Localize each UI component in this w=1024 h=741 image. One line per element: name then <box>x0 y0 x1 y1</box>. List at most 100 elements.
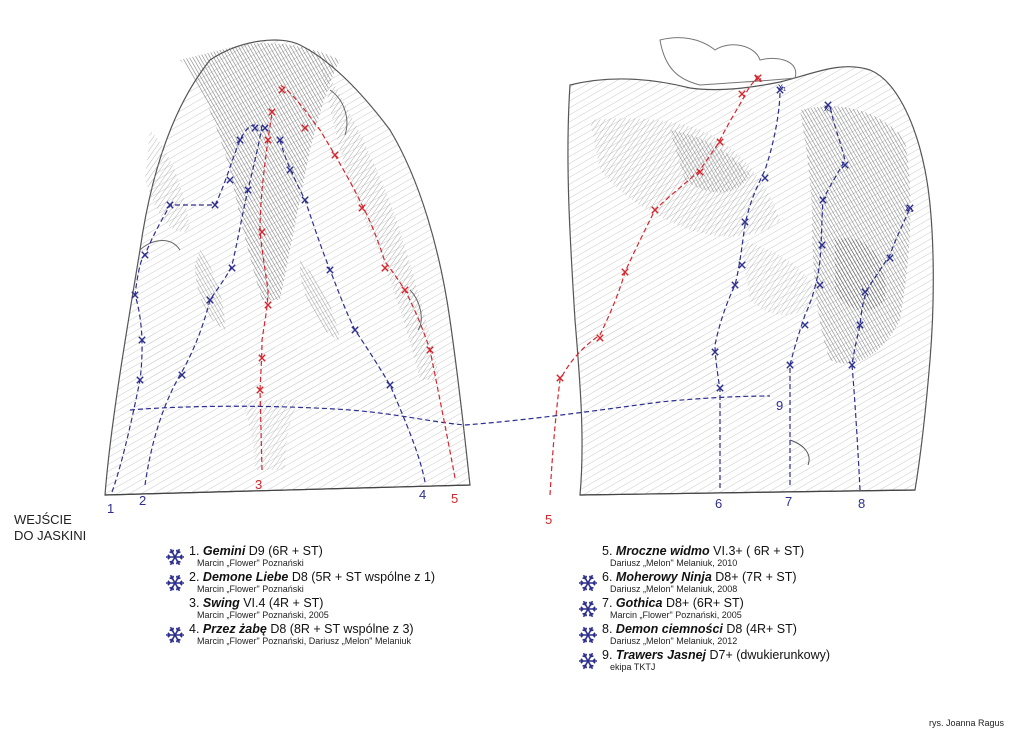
route-index: 5. <box>602 544 613 558</box>
route-grade: VI.3+ ( 6R + ST) <box>713 544 805 558</box>
entrance-line-1: WEJŚCIE <box>14 512 72 527</box>
route-grade: D9 (6R + ST) <box>248 544 323 558</box>
bolt-red-1 <box>258 354 266 362</box>
route-grade: VI.4 (4R + ST) <box>243 596 324 610</box>
snowflake-icon <box>166 548 184 566</box>
bolt-red-17 <box>696 168 704 176</box>
bolt-red-2 <box>264 301 272 309</box>
bolt-blue-28 <box>801 321 809 329</box>
route-4-line <box>279 139 426 483</box>
bolt-red-16 <box>651 206 659 214</box>
bolt-blue-6 <box>226 176 234 184</box>
bolt-red-10 <box>331 151 339 159</box>
bolt-red-15 <box>621 268 629 276</box>
route-index: 9. <box>602 648 613 662</box>
legend-route-title: 7. Gothica D8+ (6R+ ST) <box>602 596 744 610</box>
route-number-1: 1 <box>107 501 115 516</box>
bolt-blue-7 <box>236 136 244 144</box>
route-index: 2. <box>189 570 200 584</box>
bolt-red-4 <box>264 136 272 144</box>
bolt-red-9 <box>358 204 366 212</box>
legend-route-title: 8. Demon ciemności D8 (4R+ ST) <box>602 622 797 636</box>
snowflake-icon <box>579 574 597 592</box>
legend-item: 9. Trawers Jasnej D7+ (dwukierunkowy)eki… <box>578 648 998 674</box>
bolt-red-20 <box>754 74 762 82</box>
bolt-blue-36 <box>861 288 869 296</box>
route-6-line <box>714 89 781 488</box>
anchor-label-7: x₁ <box>824 103 833 114</box>
bolt-blue-14 <box>386 381 394 389</box>
legend-route-title: 6. Moherowy Ninja D8+ (7R + ST) <box>602 570 797 584</box>
route-grade: D8 (8R + ST wspólne z 3) <box>270 622 414 636</box>
bolt-red-5 <box>268 108 276 116</box>
route-index: 4. <box>189 622 200 636</box>
bolt-blue-37 <box>886 254 894 262</box>
bolt-markers-red <box>256 74 762 394</box>
bolt-red-13 <box>556 374 564 382</box>
bolt-blue-1 <box>138 336 146 344</box>
bolt-red-14 <box>596 334 604 342</box>
drawing-credit: rys. Joanna Ragus <box>928 718 1004 728</box>
bolt-blue-4 <box>166 201 174 209</box>
route-name: Przez żabę <box>202 622 267 636</box>
legend-item: 3. Swing VI.4 (4R + ST)Marcin „Flower" P… <box>165 596 545 622</box>
anchor-label-5: x₁ <box>754 73 763 84</box>
bolt-blue-33 <box>824 101 832 109</box>
route-9-line <box>129 395 771 426</box>
legend-item: 8. Demon ciemności D8 (4R+ ST)Dariusz „M… <box>578 622 998 648</box>
route-name: Trawers Jasnej <box>615 648 707 662</box>
legend-item: 1. Gemini D9 (6R + ST)Marcin „Flower" Po… <box>165 544 545 570</box>
bolt-blue-12 <box>244 186 252 194</box>
bolt-blue-31 <box>819 196 827 204</box>
route-name: Swing <box>202 596 240 610</box>
bolt-blue-15 <box>351 326 359 334</box>
bolt-blue-18 <box>286 166 294 174</box>
route-author: Dariusz „Melon" Melaniuk, 2012 <box>610 636 738 646</box>
legend-route-title: 2. Demone Liebe D8 (5R + ST wspólne z 1) <box>189 570 435 584</box>
bolt-blue-27 <box>786 361 794 369</box>
bolt-blue-10 <box>206 296 214 304</box>
route-author: Marcin „Flower" Poznański <box>197 558 304 568</box>
bolt-red-0 <box>256 386 264 394</box>
bolt-markers-blue <box>131 86 914 392</box>
bolt-blue-17 <box>301 196 309 204</box>
cave-entrance-label: WEJŚCIE DO JASKINI <box>14 512 86 544</box>
route-5-left-line <box>279 84 456 479</box>
route-2-line <box>144 124 263 486</box>
route-name: Mroczne widmo <box>615 544 710 558</box>
bolt-blue-16 <box>326 266 334 274</box>
bolt-blue-3 <box>141 251 149 259</box>
snowflake-icon <box>579 600 597 618</box>
route-index: 1. <box>189 544 200 558</box>
route-author: Marcin „Flower" Poznański, Dariusz „Melo… <box>197 636 411 646</box>
route-grade: D7+ (dwukierunkowy) <box>709 648 831 662</box>
legend-item: 4. Przez żabę D8 (8R + ST wspólne z 3)Ma… <box>165 622 545 648</box>
route-index: 8. <box>602 622 613 636</box>
route-author: Marcin „Flower" Poznański <box>197 584 304 594</box>
left-rock-face <box>104 39 471 496</box>
route-author: Marcin „Flower" Poznański, 2005 <box>197 610 329 620</box>
bolt-blue-35 <box>856 321 864 329</box>
snowflake-icon <box>166 626 184 644</box>
route-index: 6. <box>602 570 613 584</box>
route-name: Gemini <box>202 544 246 558</box>
bolt-blue-20 <box>716 384 724 392</box>
bolt-blue-19 <box>276 136 284 144</box>
bolt-blue-11 <box>228 264 236 272</box>
bolt-red-12 <box>278 86 286 94</box>
right-rock-face <box>567 37 934 496</box>
route-index: 7. <box>602 596 613 610</box>
bolt-blue-26 <box>776 86 784 94</box>
route-name: Moherowy Ninja <box>615 570 712 584</box>
legend-route-title: 9. Trawers Jasnej D7+ (dwukierunkowy) <box>602 648 830 662</box>
snowflake-icon <box>166 574 184 592</box>
route-name: Gothica <box>615 596 663 610</box>
route-number-7: 7 <box>785 494 793 509</box>
route-number-5-right: 5 <box>545 512 553 527</box>
route-grade: D8+ (7R + ST) <box>715 570 797 584</box>
route-author: ekipa TKTJ <box>610 662 656 672</box>
bolt-blue-9 <box>178 371 186 379</box>
route-legend-left: 1. Gemini D9 (6R + ST)Marcin „Flower" Po… <box>165 544 545 648</box>
legend-item: 2. Demone Liebe D8 (5R + ST wspólne z 1)… <box>165 570 545 596</box>
